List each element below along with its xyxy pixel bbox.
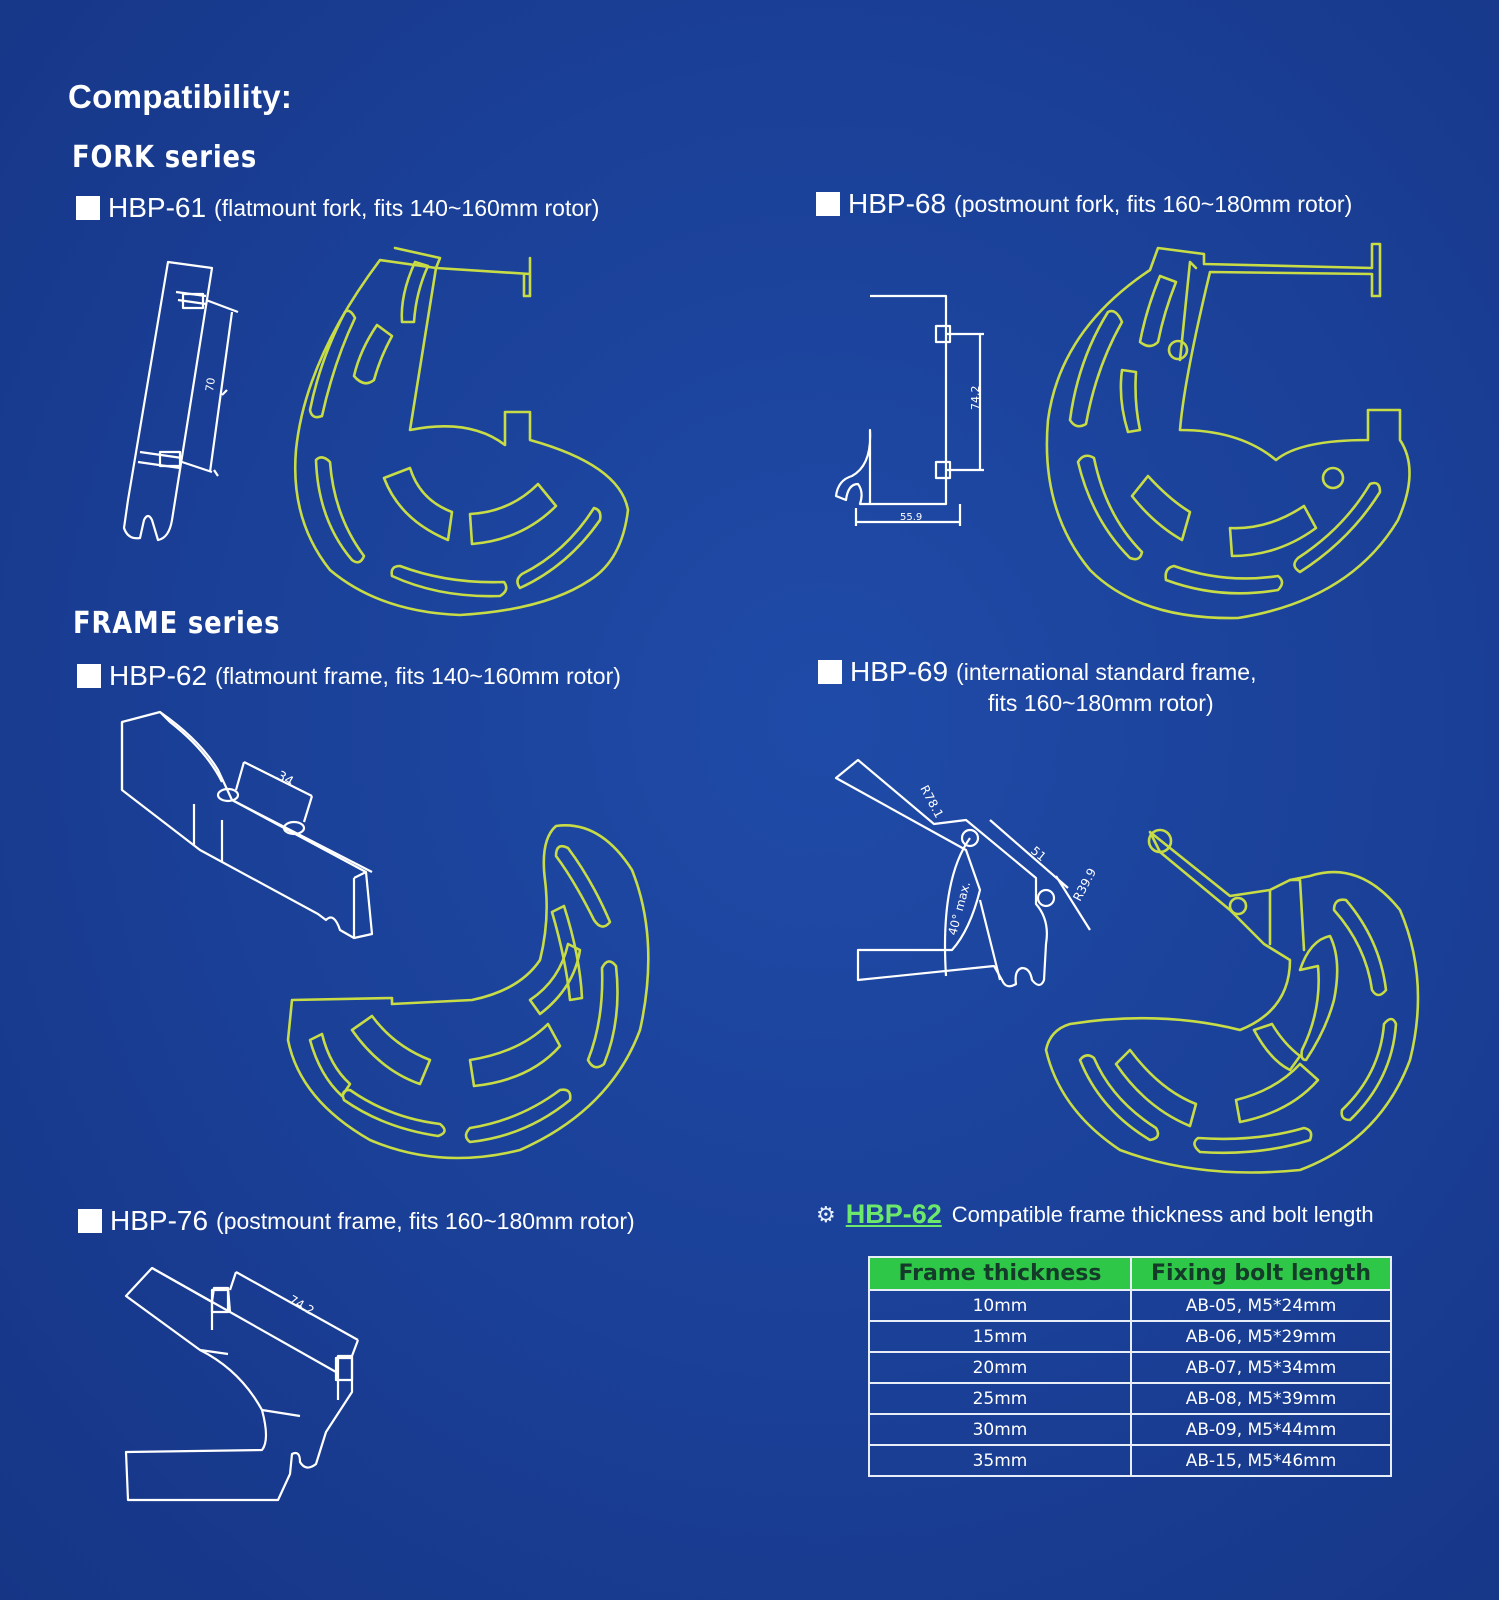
dimension-label: 51 — [1028, 844, 1049, 865]
table-header-row: Frame thickness Fixing bolt length — [868, 1256, 1392, 1291]
hbp-62-guard-drawing — [286, 824, 650, 1160]
table-cell: AB-08, M5*39mm — [1130, 1382, 1392, 1415]
hbp-61-adapter-drawing — [122, 260, 239, 542]
checkbox-square-icon — [818, 660, 842, 684]
table-cell: AB-06, M5*29mm — [1130, 1320, 1392, 1353]
model-description: (postmount frame, fits 160~180mm rotor) — [216, 1207, 635, 1234]
checkbox-square-icon — [77, 664, 101, 688]
gear-icon: ⚙ — [816, 1201, 836, 1227]
table-cell: 30mm — [868, 1413, 1132, 1446]
checkbox-square-icon — [76, 196, 100, 220]
hbp-69-guard-drawing — [1044, 828, 1420, 1174]
table-cell: 35mm — [868, 1444, 1132, 1477]
item-hbp-69: HBP-69 (international standard frame, — [818, 656, 1256, 688]
model-name: HBP-76 — [110, 1205, 209, 1236]
page-title: Compatibility: — [68, 78, 293, 115]
model-name: HBP-68 — [848, 188, 947, 219]
hbp-76-adapter-drawing — [124, 1266, 360, 1502]
model-name: HBP-61 — [108, 192, 207, 223]
frame-series-title: FRAME series — [73, 606, 281, 641]
dimension-label: 70 — [203, 377, 218, 393]
compatibility-note: ⚙ HBP-62 Compatible frame thickness and … — [816, 1199, 1374, 1230]
table-cell: AB-15, M5*46mm — [1130, 1444, 1392, 1477]
table-cell: 25mm — [868, 1382, 1132, 1415]
hbp-62-adapter-drawing — [120, 710, 374, 940]
model-name: HBP-62 — [109, 660, 208, 691]
model-description: (international standard frame, — [956, 658, 1257, 685]
table-cell: AB-05, M5*24mm — [1130, 1289, 1392, 1322]
dimension-label: 34 — [274, 768, 296, 789]
item-hbp-61: HBP-61 (flatmount fork, fits 140~160mm r… — [76, 192, 599, 224]
hbp-68-guard-drawing — [1045, 242, 1411, 620]
column-header: Fixing bolt length — [1130, 1256, 1392, 1291]
note-model-link[interactable]: HBP-62 — [845, 1199, 942, 1229]
model-description: (postmount fork, fits 160~180mm rotor) — [954, 190, 1353, 217]
fork-series-title: FORK series — [72, 140, 258, 175]
model-description: (flatmount frame, fits 140~160mm rotor) — [215, 662, 621, 689]
hbp-69-adapter-drawing — [834, 758, 1091, 988]
hbp-68-adapter-drawing — [834, 294, 984, 526]
table-cell: AB-09, M5*44mm — [1130, 1413, 1392, 1446]
item-hbp-68: HBP-68 (postmount fork, fits 160~180mm r… — [816, 188, 1352, 220]
column-header: Frame thickness — [868, 1256, 1132, 1291]
model-description-line2: fits 160~180mm rotor) — [988, 690, 1214, 716]
model-description: (flatmount fork, fits 140~160mm rotor) — [214, 194, 600, 221]
model-name: HBP-69 — [850, 656, 949, 687]
dimension-label: 55.9 — [900, 512, 922, 523]
checkbox-square-icon — [816, 192, 840, 216]
item-hbp-76: HBP-76 (postmount frame, fits 160~180mm … — [78, 1205, 635, 1237]
table-cell: 20mm — [868, 1351, 1132, 1384]
table-cell: 10mm — [868, 1289, 1132, 1322]
checkbox-square-icon — [78, 1209, 102, 1233]
dimension-label: R39.9 — [1070, 866, 1099, 904]
hbp-61-guard-drawing — [293, 246, 630, 617]
table-cell: 15mm — [868, 1320, 1132, 1353]
note-text: Compatible frame thickness and bolt leng… — [951, 1201, 1374, 1227]
table-cell: AB-07, M5*34mm — [1130, 1351, 1392, 1384]
dimension-label: 74.2 — [969, 386, 982, 411]
item-hbp-62: HBP-62 (flatmount frame, fits 140~160mm … — [77, 660, 621, 692]
